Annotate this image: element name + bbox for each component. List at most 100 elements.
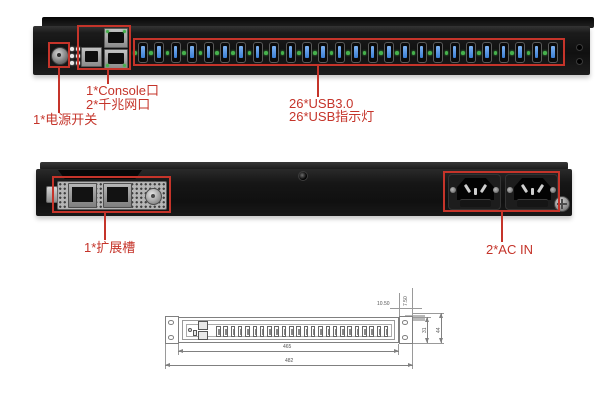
usb3-port — [318, 42, 329, 63]
usb-indicator-led — [428, 51, 432, 55]
dim-7-50: 7.50 — [403, 296, 409, 306]
lan-port-2-opening — [108, 53, 124, 64]
usb-indicator-led — [346, 51, 350, 55]
drawn-lan-port — [198, 321, 208, 330]
extension-line — [165, 344, 166, 369]
annotation-box-ac — [443, 171, 560, 212]
annotation-box-expansion — [52, 176, 171, 213]
usb3-port — [367, 42, 378, 63]
usb-tongue — [223, 46, 227, 58]
usb-tongue — [354, 46, 358, 58]
usb-indicator-led — [395, 51, 399, 55]
lan-port-1 — [104, 28, 128, 48]
usb3-port — [187, 42, 198, 63]
rear-screw-hole — [298, 171, 308, 181]
drawn-usb-port — [332, 326, 338, 337]
usb-port-row — [133, 42, 565, 63]
dim-10-50: 10.50 — [377, 301, 390, 307]
lan-led — [123, 30, 126, 33]
usb-tongue — [141, 46, 145, 58]
usb-tongue — [239, 46, 243, 58]
drawn-usb-port — [230, 326, 236, 337]
usb-tongue — [337, 46, 342, 58]
usb3-port — [548, 42, 558, 63]
leader-line-power — [58, 68, 60, 113]
dim-31: 31 — [422, 327, 428, 333]
panel-screw — [576, 58, 583, 65]
drawn-usb-port — [303, 326, 309, 337]
mount-hole — [168, 335, 174, 340]
usb-indicator-led — [182, 51, 186, 55]
expansion-lan-port-1 — [68, 183, 97, 208]
drawn-usb-port — [354, 326, 360, 337]
panel-screw — [576, 44, 583, 51]
drawn-usb-port — [296, 326, 301, 337]
usb-tongue — [272, 46, 276, 58]
expansion-slot-label: 1*扩展槽 — [84, 240, 136, 255]
drawn-usb-port — [223, 326, 228, 337]
fuse-drawer — [460, 199, 491, 207]
usb3-port — [531, 42, 542, 63]
mount-hole — [402, 335, 408, 340]
drawn-usb-port — [259, 326, 265, 337]
rear-top-edge — [40, 162, 568, 170]
drawn-usb-port — [216, 326, 221, 337]
extension-line — [412, 344, 413, 369]
usb-tongue — [501, 46, 506, 58]
usb3-port — [400, 42, 411, 63]
usb-count-label: 26*USB3.0 — [289, 96, 354, 111]
usb-indicator-led — [493, 51, 498, 55]
dim-line-465 — [178, 348, 399, 353]
lan-port-1-opening — [108, 32, 124, 43]
usb-indicator-led — [362, 51, 367, 55]
ac-inlet-1-recess — [457, 178, 494, 200]
usb-tongue — [387, 46, 391, 58]
status-led — [70, 47, 74, 51]
ac-inlet-2-recess — [514, 178, 551, 200]
lan-led — [106, 64, 109, 67]
usb-indicator-led — [313, 51, 317, 55]
usb-indicator-led — [379, 51, 383, 55]
usb-indicator-led — [247, 51, 252, 55]
usb-indicator-led — [329, 51, 334, 55]
mount-hole — [402, 320, 408, 325]
usb-indicator-led — [543, 51, 547, 55]
drawn-usb-port — [281, 326, 287, 337]
fuse-drawer — [517, 199, 548, 207]
power-switch-label: 1*电源开关 — [33, 112, 98, 127]
expansion-lan-port-2 — [103, 183, 132, 208]
usb-tongue — [157, 46, 161, 58]
usb-tongue — [370, 46, 375, 58]
port-opening — [107, 187, 128, 202]
usb-tongue — [255, 46, 260, 58]
usb-indicator-led — [411, 51, 416, 55]
drawn-usb-port — [376, 326, 382, 337]
power-button-center — [57, 53, 61, 57]
lan-led — [106, 30, 109, 33]
status-led — [70, 61, 74, 65]
annotation-box-console — [77, 25, 131, 70]
drawn-usb-port — [237, 326, 243, 337]
usb-tongue — [452, 46, 457, 58]
dim-line-44 — [438, 313, 443, 343]
usb3-port — [269, 42, 280, 63]
usb-tongue — [305, 46, 309, 58]
usb3-port — [433, 42, 444, 63]
usb-tongue — [419, 46, 424, 58]
ac-screw — [550, 187, 556, 193]
drawn-console-port — [193, 330, 197, 336]
leader-line-expansion — [104, 213, 106, 240]
usb-indicator-led — [444, 51, 449, 55]
thumbscrew — [145, 188, 162, 205]
usb-tongue — [403, 46, 407, 58]
port-opening — [72, 187, 93, 202]
usb3-port — [252, 42, 263, 63]
usb3-port — [482, 42, 493, 63]
extension-line — [413, 317, 431, 318]
usb-tongue — [551, 46, 555, 58]
drawn-usb-port — [362, 326, 367, 337]
extension-line — [413, 343, 444, 344]
dim-line-31 — [424, 317, 429, 343]
drawn-usb-port — [318, 326, 323, 337]
usb-tongue — [485, 46, 489, 58]
